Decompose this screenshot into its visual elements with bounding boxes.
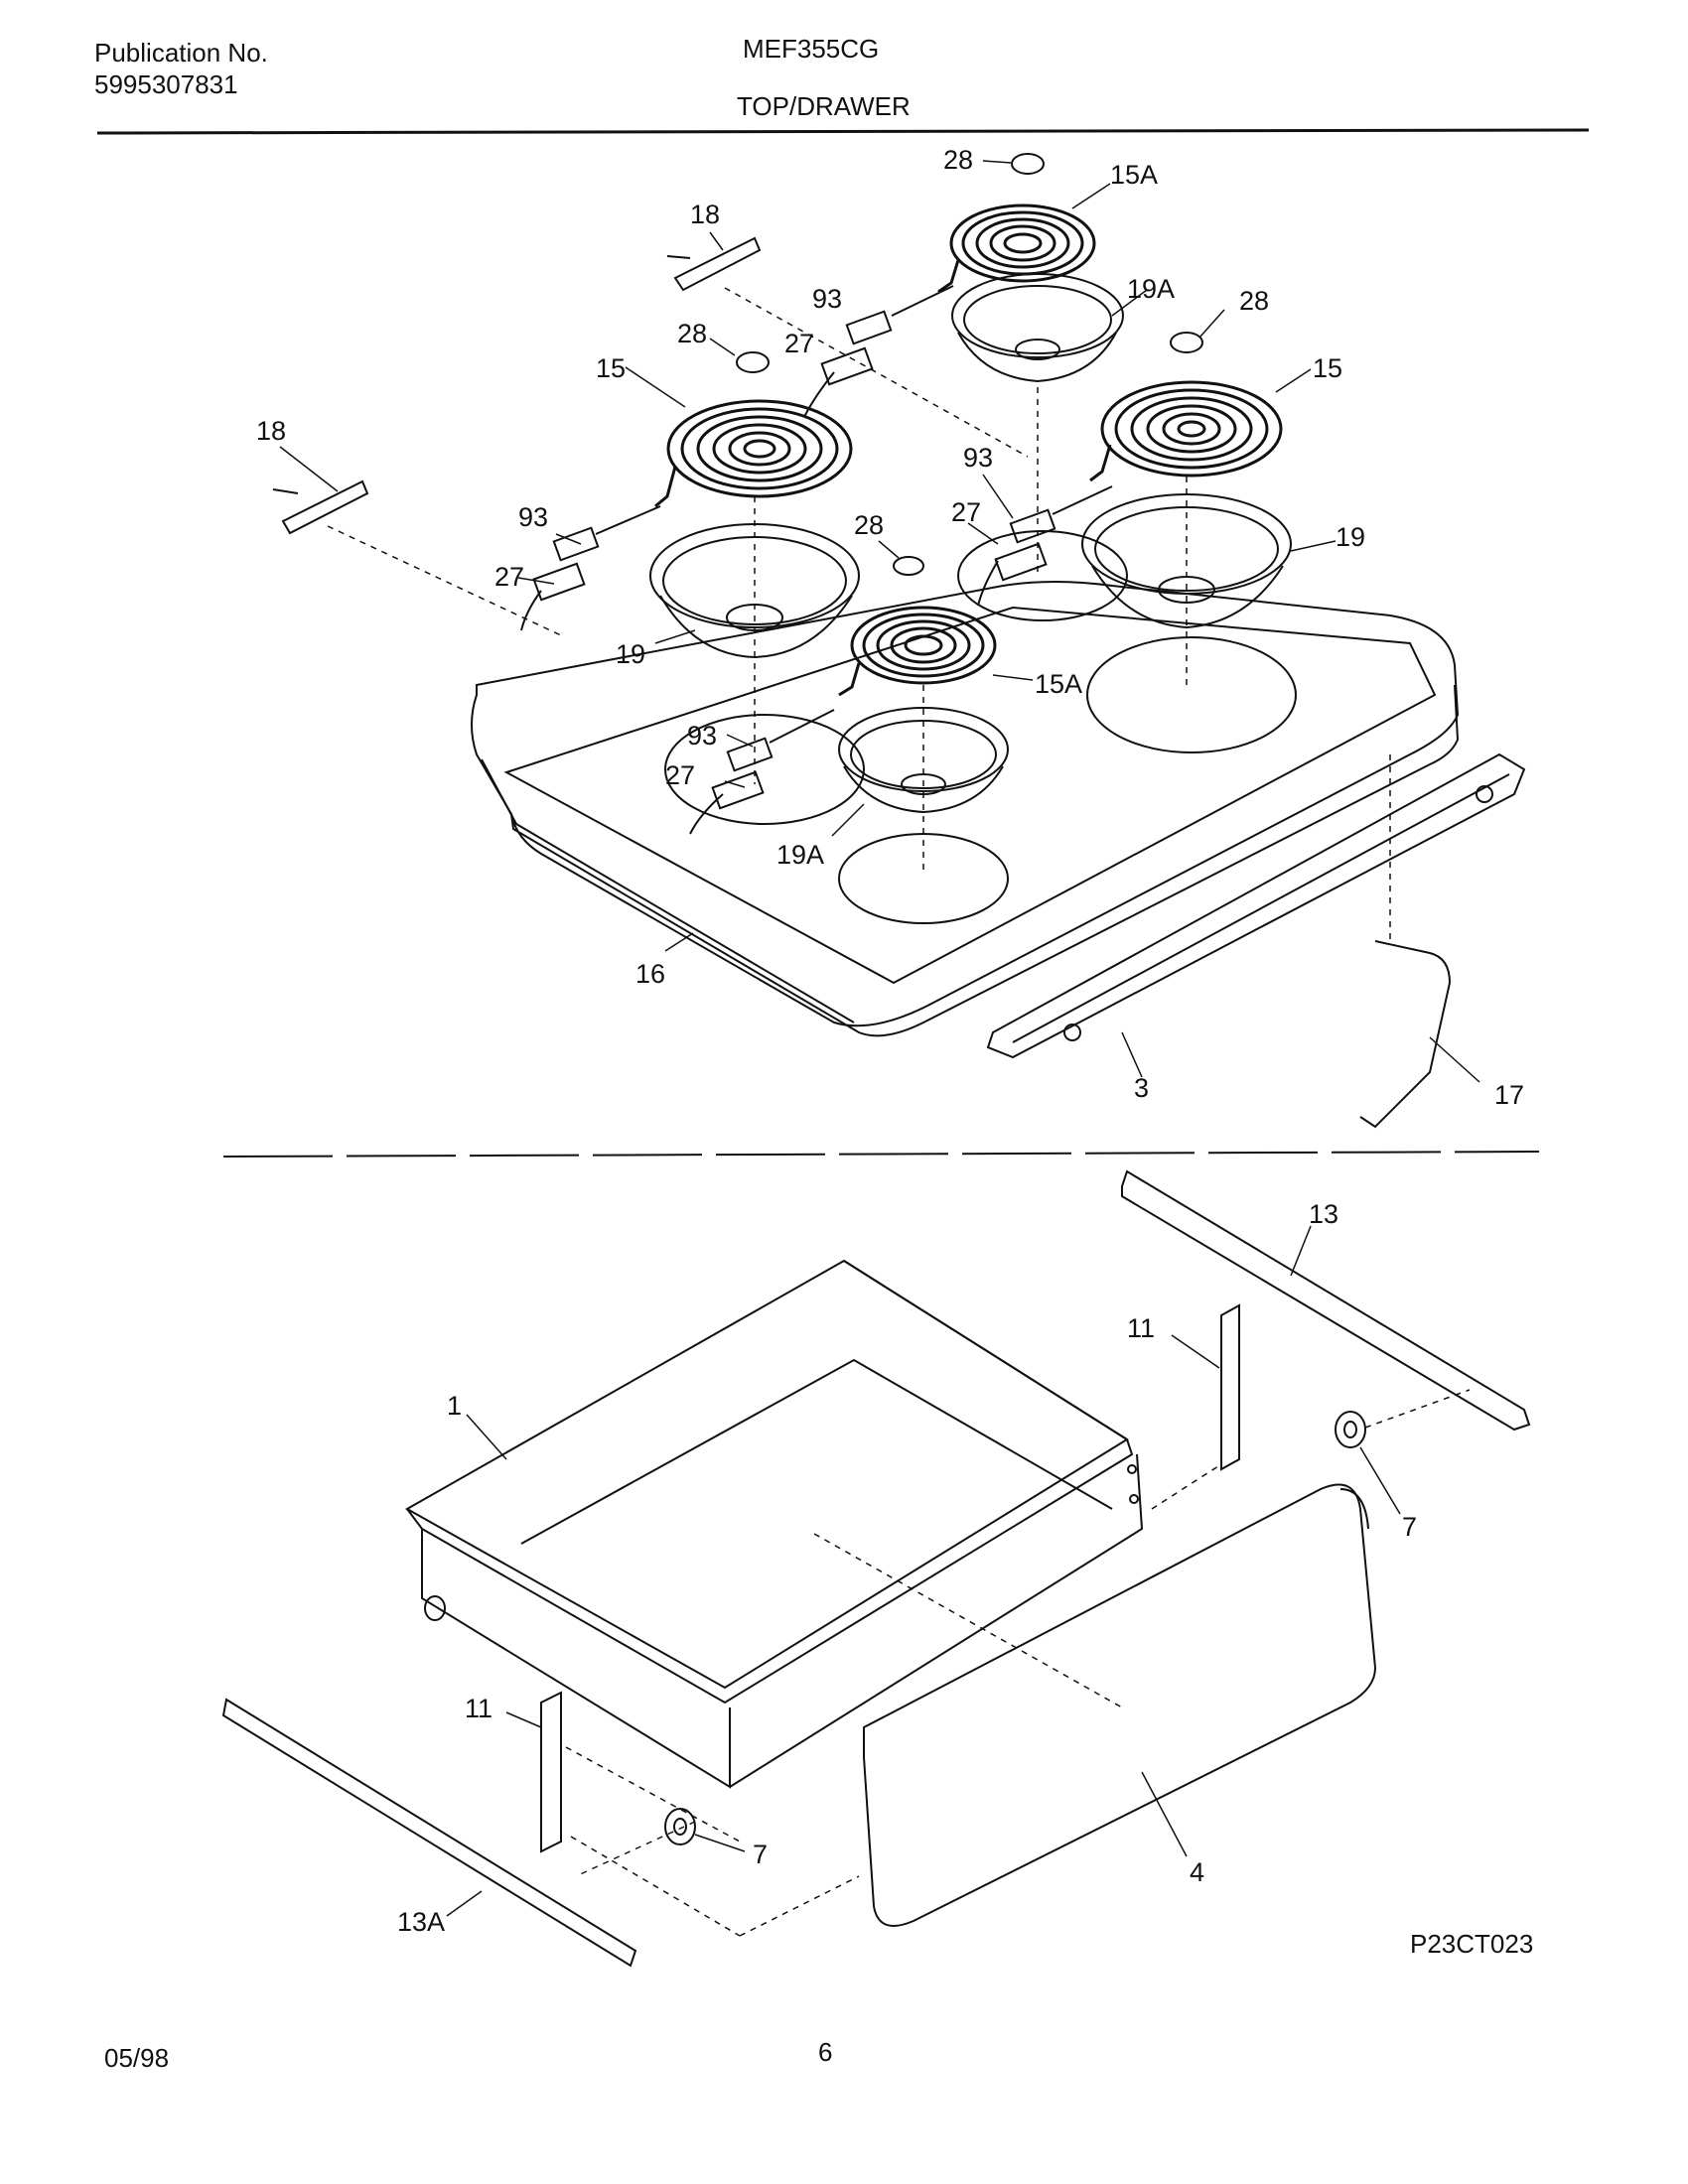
- bracket-18: [272, 479, 369, 535]
- callout-15A: 15A: [1035, 669, 1082, 699]
- receptacle-93: [977, 485, 1113, 607]
- callout-27: 27: [951, 497, 981, 527]
- callout-27: 27: [665, 760, 695, 790]
- surface-element-15A-front: [838, 606, 997, 697]
- callout-15: 15: [596, 353, 626, 383]
- header-rule: [96, 128, 1590, 135]
- callout-15: 15: [1313, 353, 1342, 383]
- receptacle-93: [689, 709, 835, 835]
- figure-code: P23CT023: [1410, 1929, 1534, 1959]
- burner-opening: [1086, 636, 1297, 753]
- callout-18: 18: [256, 416, 286, 446]
- callout-3: 3: [1134, 1073, 1149, 1103]
- callout-27: 27: [784, 329, 814, 358]
- callout-28: 28: [677, 319, 707, 348]
- callout-15A: 15A: [1110, 160, 1158, 190]
- callout-19A: 19A: [1127, 274, 1175, 304]
- callout-93: 93: [812, 284, 842, 314]
- callout-11: 11: [465, 1694, 492, 1723]
- burner-opening: [957, 530, 1128, 621]
- cooktop-16: [471, 530, 1460, 1037]
- trim-ring-28: [893, 556, 924, 576]
- publication-label: Publication No.: [94, 38, 268, 68]
- callout-28: 28: [854, 510, 884, 540]
- roller-7: [1335, 1411, 1366, 1448]
- callout-93: 93: [963, 443, 993, 473]
- drawer-slide-11: [540, 1691, 562, 1853]
- callout-4: 4: [1190, 1857, 1204, 1887]
- model-number: MEF355CG: [743, 34, 880, 64]
- callout-13A: 13A: [397, 1907, 445, 1937]
- surface-element-15-right: [1089, 380, 1283, 482]
- section-divider: [222, 1151, 1540, 1158]
- surface-element-15A-top: [937, 204, 1096, 294]
- trim-ring-28: [1011, 153, 1045, 175]
- callout-7: 7: [1402, 1512, 1417, 1542]
- callout-93: 93: [687, 721, 717, 751]
- drawer-1: [404, 1259, 1144, 1789]
- callout-19: 19: [1336, 522, 1365, 552]
- callout-28: 28: [1239, 286, 1269, 316]
- publication-number: 5995307831: [94, 69, 238, 99]
- trim-ring-28: [736, 351, 770, 373]
- lift-rod-17: [1359, 940, 1452, 1129]
- callout-11: 11: [1127, 1313, 1155, 1343]
- receptacle-93: [803, 285, 954, 418]
- front-support-3: [986, 752, 1526, 1059]
- callout-13: 13: [1309, 1199, 1338, 1229]
- callout-7: 7: [753, 1840, 768, 1869]
- receptacle-93: [520, 505, 661, 631]
- burner-opening: [838, 833, 1009, 924]
- trim-ring-28: [1170, 332, 1203, 353]
- rail-13A: [221, 1698, 637, 1968]
- callout-27: 27: [494, 562, 524, 592]
- bracket-18: [666, 236, 762, 292]
- burner-opening: [664, 714, 865, 825]
- drawer-front-4: [863, 1483, 1377, 1927]
- drip-bowl-19A-top: [951, 273, 1124, 383]
- callout-19: 19: [616, 639, 645, 669]
- callout-93: 93: [518, 502, 548, 532]
- callout-labels: 28 15A 18 93 19A 28 28 27 15 15 18 93 27…: [256, 145, 1524, 1937]
- callout-16: 16: [635, 959, 665, 989]
- rail-13: [1121, 1169, 1531, 1432]
- surface-element-15-left: [654, 399, 853, 508]
- footer-date: 05/98: [104, 2043, 170, 2073]
- section-title: TOP/DRAWER: [737, 91, 911, 121]
- callout-17: 17: [1494, 1080, 1524, 1110]
- callout-1: 1: [447, 1391, 462, 1421]
- callout-18: 18: [690, 200, 720, 229]
- roller-7: [664, 1808, 696, 1845]
- drawer-slide-11: [1220, 1303, 1240, 1471]
- page-number: 6: [818, 2037, 833, 2067]
- callout-28: 28: [943, 145, 973, 175]
- callout-19A: 19A: [776, 840, 824, 870]
